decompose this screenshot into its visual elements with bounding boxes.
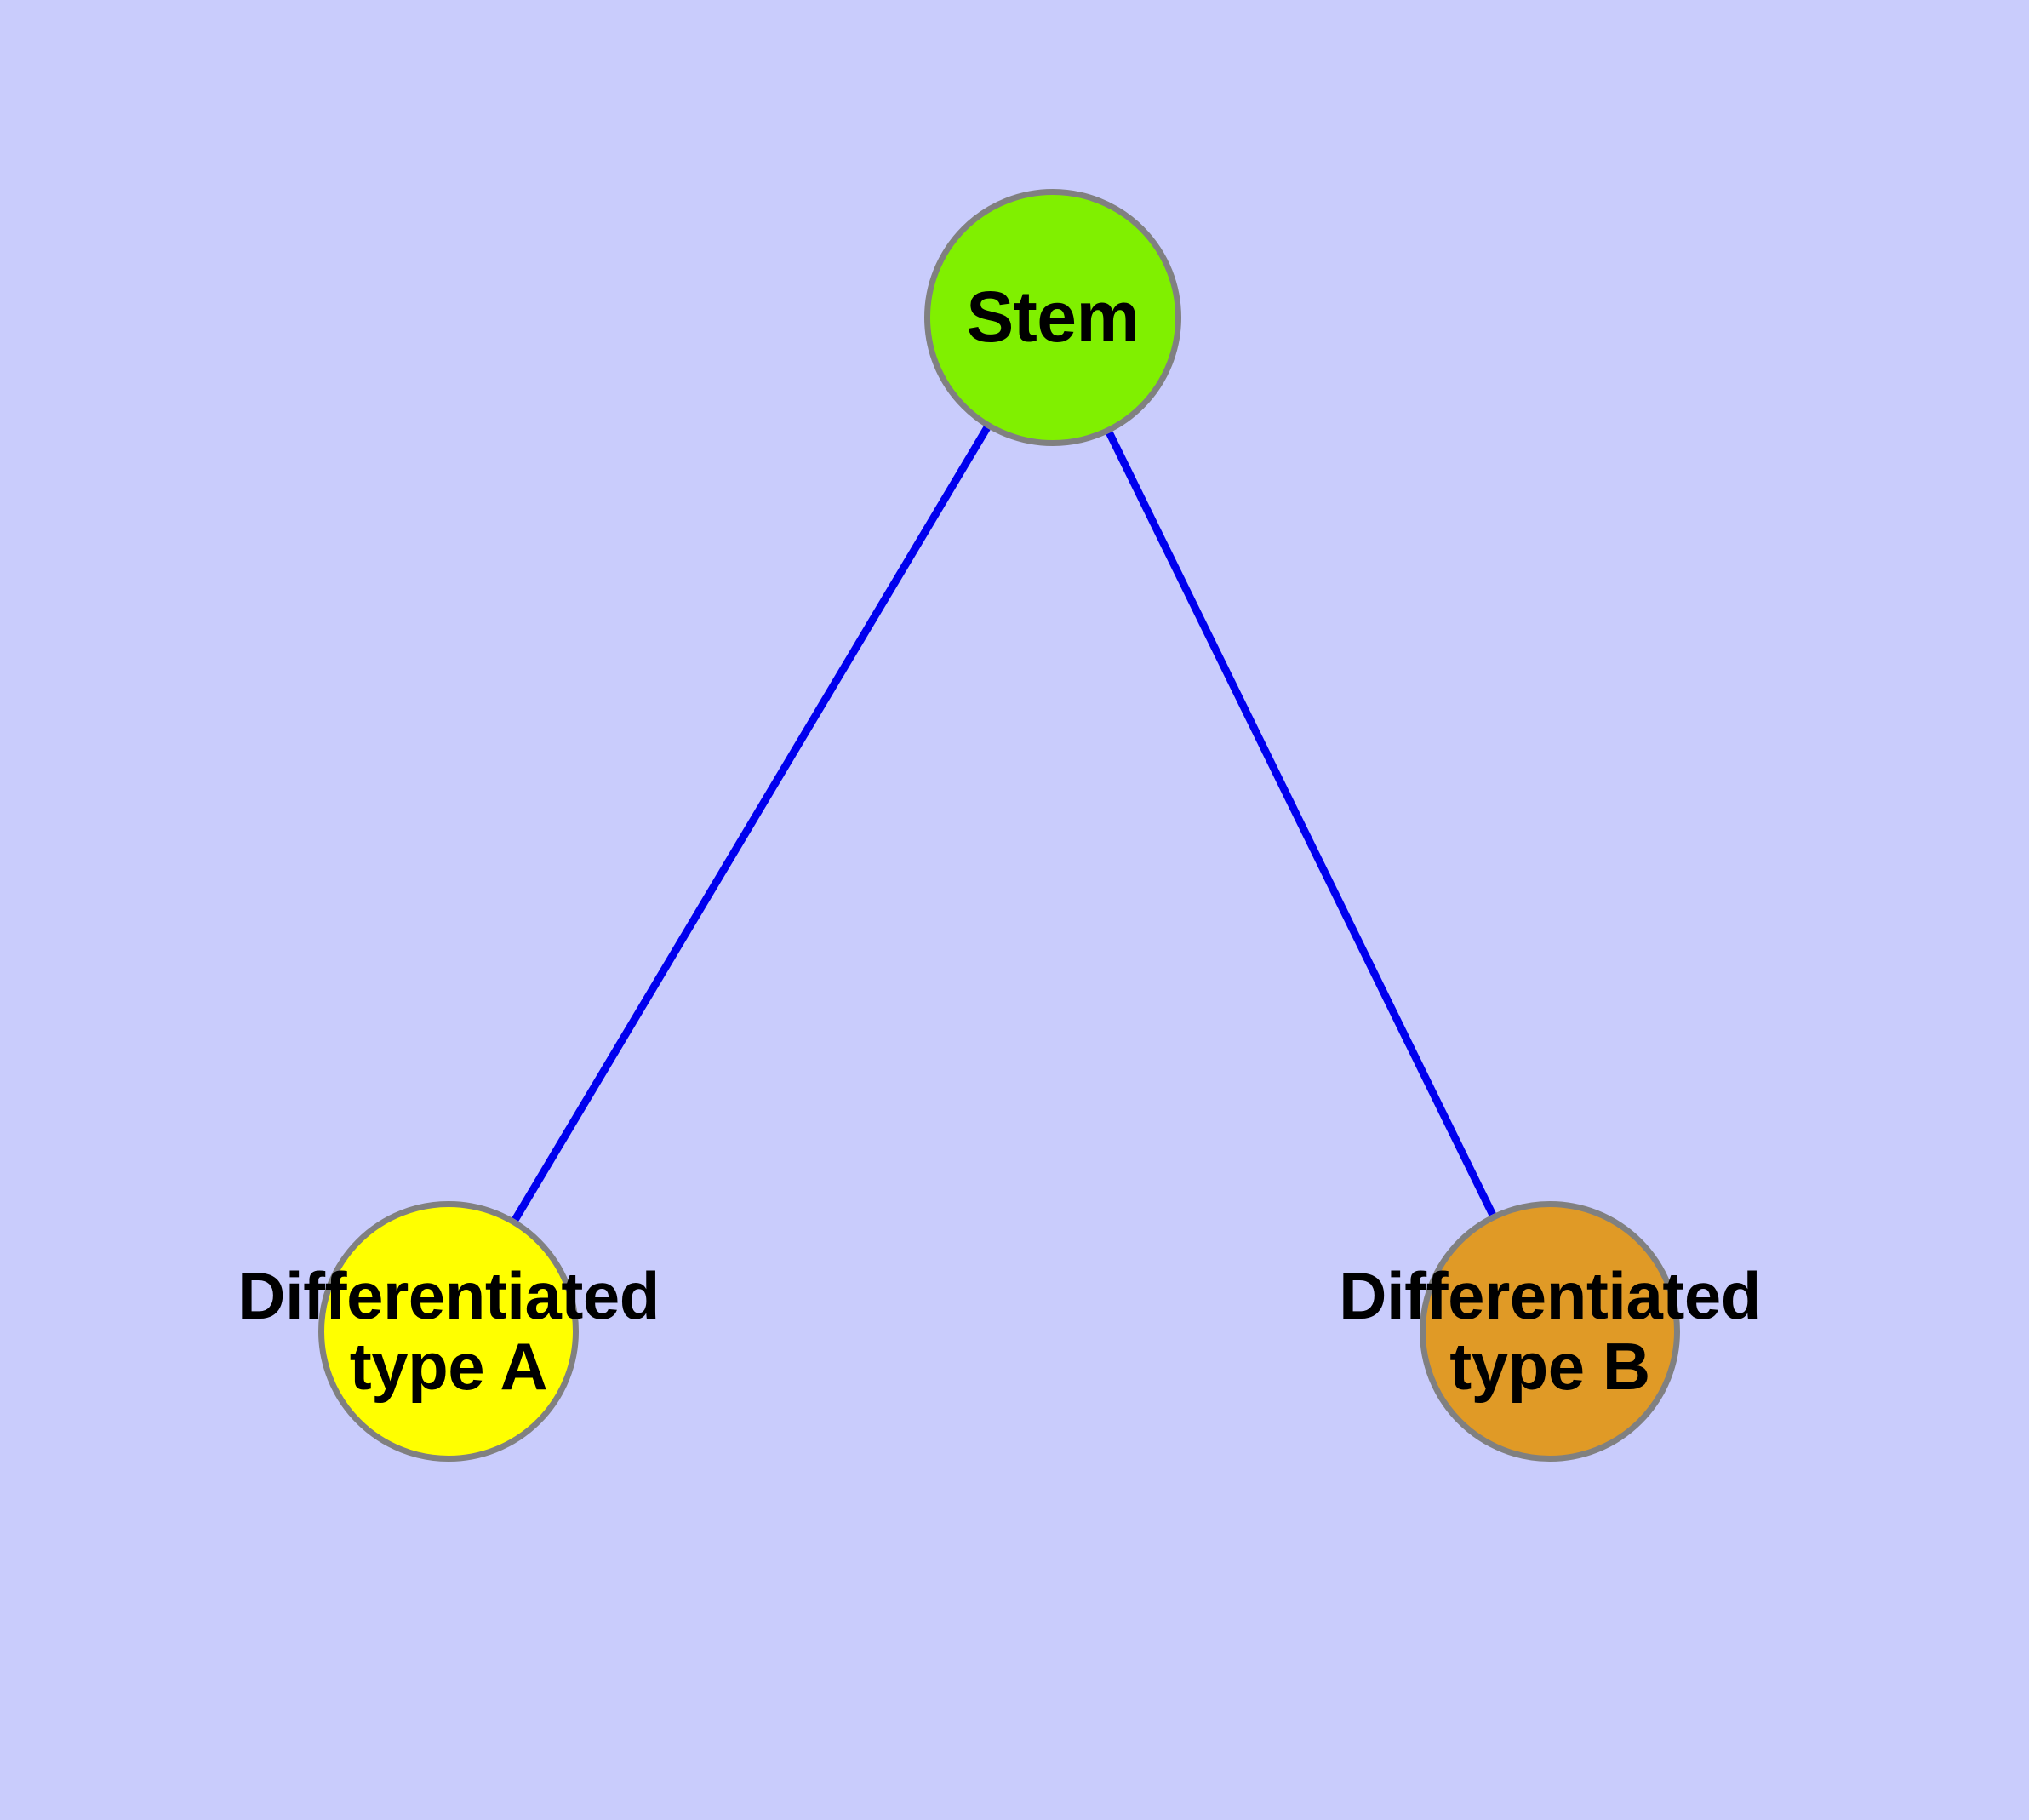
node-diff-b[interactable] [1420,1201,1680,1462]
node-stem[interactable] [924,189,1181,446]
edge-stem-to-diff-a [512,426,991,1222]
node-diff-a[interactable] [318,1201,579,1462]
edge-stem-to-diff-b [1106,431,1496,1216]
